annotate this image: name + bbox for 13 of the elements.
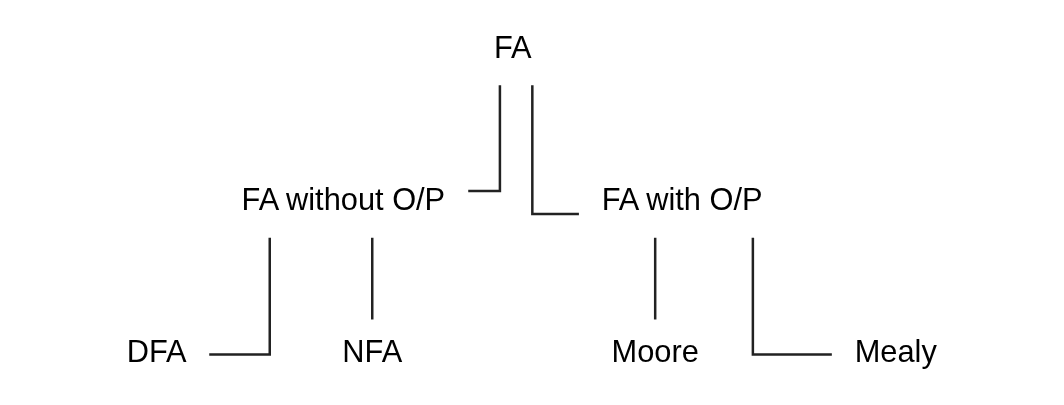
node-text: FA with O/P [601,181,763,217]
node-text: FA without O/P [241,181,446,217]
node-text: FA [493,29,532,65]
node-text: DFA [126,333,187,369]
connector [468,85,502,193]
connector [653,237,657,320]
connector [371,237,374,320]
connector [751,237,832,356]
node-text: Moore [611,333,699,369]
node-text: Mealy [854,333,937,369]
connector [209,237,271,356]
node-text: NFA [342,333,403,369]
connector [531,85,579,216]
